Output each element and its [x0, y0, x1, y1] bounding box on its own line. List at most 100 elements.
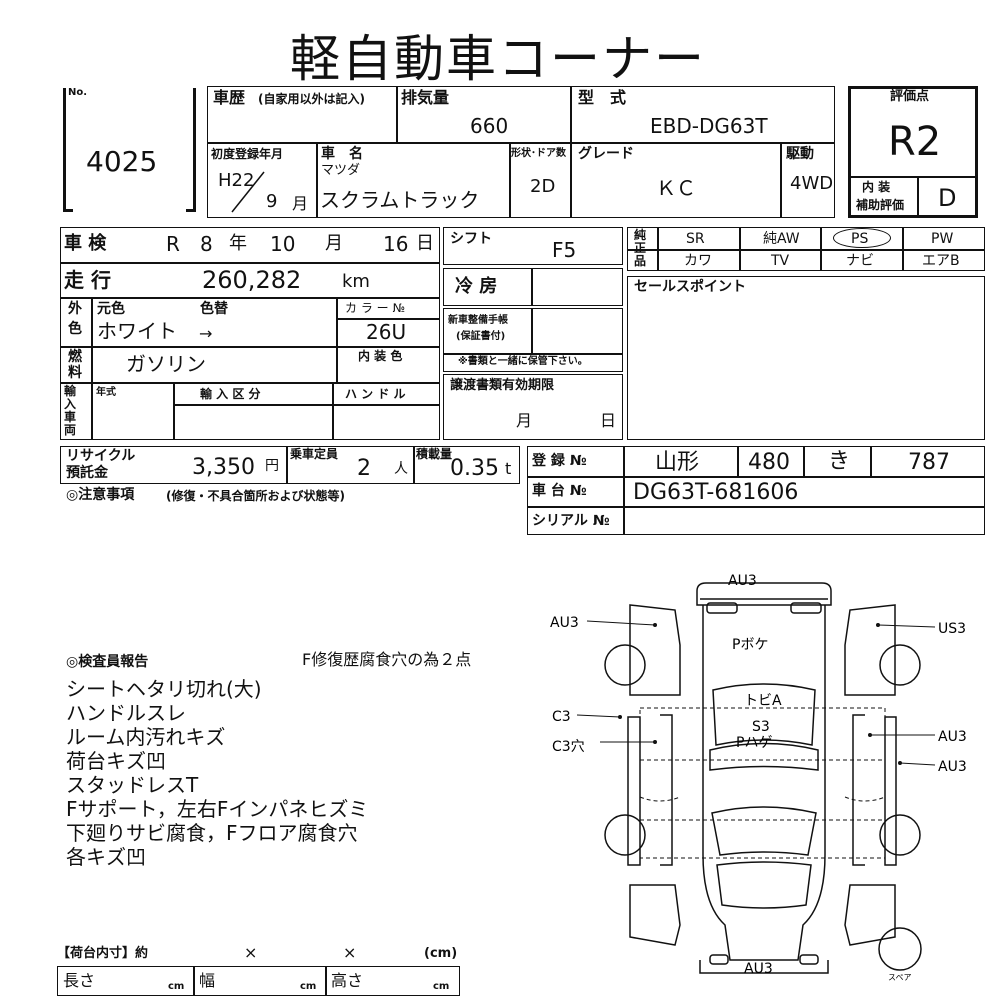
mileage-value: 260,282 [202, 266, 302, 294]
registration-number: 787 [908, 450, 950, 475]
cargo-width-label: 幅 [199, 971, 216, 990]
sales-points-label: セールスポイント [634, 279, 746, 295]
score-label: 評価点 [890, 89, 930, 104]
color-label-1: 外 [68, 301, 82, 317]
page-title: 軽自動車コーナー [290, 30, 706, 88]
cargo-height-cm: cm [433, 981, 450, 992]
transfer-box [443, 374, 623, 440]
interior-score: D [938, 184, 957, 212]
shift-box [443, 227, 623, 265]
capacity-unit: 人 [394, 461, 408, 477]
report-line: 各キズ凹 [66, 845, 146, 869]
option-pw: PW [931, 231, 954, 247]
option-ps-circle [833, 228, 891, 248]
recycle-label-1: リサイクル [66, 448, 136, 464]
diagram-label-hood: Pボケ [732, 637, 768, 653]
first-registration-label: 初度登録年月 [211, 147, 284, 161]
diagram-label-roof-2: Pハゲ [736, 735, 772, 751]
diagram-label-left-mid-1: C3 [552, 709, 571, 725]
cargo-length-label: 長さ [63, 971, 96, 990]
registration-table [527, 446, 985, 535]
inspection-year: 8 [200, 232, 213, 256]
notes-heading: ◎注意事項 [66, 487, 135, 503]
transfer-label: 譲渡書類有効期限 [450, 378, 555, 393]
import-label: 輸 入 車 両 [64, 384, 77, 437]
diagram-label-left-front: AU3 [550, 615, 579, 631]
registration-label: 登 録 № [532, 453, 587, 469]
transfer-month-unit: 月 [516, 411, 533, 430]
inspector-side-note: F修復歴腐食穴の為２点 [302, 650, 472, 669]
mileage-unit: km [342, 271, 370, 292]
inspection-label: 車 検 [64, 233, 107, 254]
report-line: Fサポート，左右Fインパネヒズミ [66, 797, 369, 821]
car-name-label: 車 名 [321, 146, 363, 162]
lot-number-label: No. [68, 87, 88, 98]
inspection-day: 16 [383, 232, 409, 256]
lot-number: 4025 [86, 145, 158, 178]
notes-sub: (修復・不具合箇所および状態等) [166, 489, 345, 503]
option-sr: SR [686, 231, 705, 247]
color-value: ホワイト [97, 319, 177, 343]
first-registration-year: H22 [218, 170, 255, 191]
inspection-year-unit: 年 [229, 233, 247, 254]
fuel-value: ガソリン [126, 352, 206, 376]
score-value: R2 [888, 119, 942, 165]
color-change-label: 色替 [200, 301, 228, 317]
load-value: 0.35 [450, 456, 499, 481]
serial-label: シリアル № [532, 513, 610, 529]
option-leather: カワ [684, 253, 712, 269]
diagram-label-right-mid-2: AU3 [938, 759, 967, 775]
manual-box [443, 308, 623, 372]
drive-value: 4WD [790, 173, 834, 194]
vehicle-info-grid [207, 86, 835, 218]
history-label: 車歴 [213, 88, 246, 107]
load-unit: t [505, 459, 512, 478]
registration-region: 山形 [655, 450, 700, 475]
car-name: スクラムトラック [320, 188, 480, 212]
color-label-2: 色 [68, 321, 82, 337]
inspection-day-unit: 日 [416, 233, 434, 254]
transfer-day-unit: 日 [600, 411, 617, 430]
recycle-value: 3,350 [192, 455, 255, 480]
diagram-label-bottom: AU3 [744, 961, 773, 977]
report-line: スタッドレスT [66, 773, 199, 797]
recycle-row [60, 446, 520, 484]
fuel-label-1: 燃 [68, 349, 82, 365]
shift-value: F5 [552, 238, 577, 262]
inspector-heading: ◎検査員報告 [66, 654, 149, 670]
diagram-label-roof-1: S3 [752, 719, 770, 735]
color-code: 26U [366, 320, 407, 344]
option-navi: ナビ [846, 253, 874, 269]
report-line: シートヘタリ切れ(大) [66, 677, 262, 701]
original-color-label: 元色 [97, 301, 125, 317]
color-change-arrow: → [199, 324, 213, 343]
sales-points-box [627, 276, 985, 440]
report-line: ハンドルスレ [66, 701, 186, 725]
recycle-label-2: 預託金 [66, 465, 108, 481]
shift-label: シフト [450, 231, 492, 247]
option-ps: PS [851, 231, 869, 247]
inspection-month-unit: 月 [325, 233, 343, 254]
diagram-label-right-mid-1: AU3 [938, 729, 967, 745]
load-label: 積載量 [416, 447, 453, 461]
report-line: 下廻りサビ腐食，Fフロア腐食穴 [66, 821, 358, 845]
drive-label: 駆動 [786, 146, 814, 162]
interior-color-label: 内 装 色 [358, 349, 403, 363]
chassis-value: DG63T-681606 [633, 480, 799, 505]
vehicle-damage-diagram: AU3 AU3 AU3 US3 C3 C3穴 AU3 AU3 Pボケ トビA S… [550, 573, 967, 982]
displacement-label: 排気量 [401, 88, 450, 107]
date-slash [230, 170, 266, 214]
registration-kana: き [828, 449, 851, 474]
cargo-label: 【荷台内寸】約 [57, 946, 149, 961]
cargo-table [57, 966, 460, 996]
cargo-unit: (cm) [424, 946, 458, 961]
report-line: 荷台キズ凹 [66, 749, 166, 773]
fuel-label-2: 料 [68, 365, 82, 381]
left-info-block [60, 227, 440, 440]
diagram-label-windshield: トビA [744, 693, 782, 709]
report-line: ルーム内汚れキズ [66, 725, 226, 749]
aircon-box [443, 268, 623, 306]
option-tv: TV [771, 253, 790, 269]
recycle-unit: 円 [265, 458, 279, 474]
cargo-length-cm: cm [168, 981, 185, 992]
